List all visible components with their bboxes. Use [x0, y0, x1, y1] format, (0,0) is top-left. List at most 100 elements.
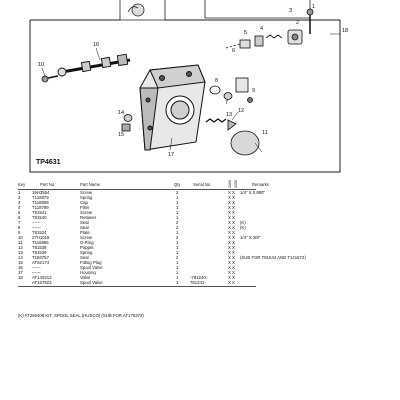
cell-pn: T118808 [32, 200, 49, 205]
cell-qt: 1 [176, 270, 179, 275]
cell-rm: (K) [240, 225, 246, 230]
cell-qt: 1 [176, 265, 179, 270]
cell-key: 11 [18, 240, 23, 245]
table-bottom-rule [18, 286, 256, 287]
cell-qt: 1 [176, 230, 179, 235]
filter-assembly [225, 8, 314, 49]
cell-nm: Spool Valve [80, 280, 103, 285]
cell-key: 6 [18, 215, 21, 220]
cell-rm: 1/4" X 0.880" [240, 190, 266, 195]
header-remarks: Remarks [252, 182, 269, 187]
header-qty: Qty [174, 182, 181, 187]
cell-pn: T81540 [32, 215, 47, 220]
header-key: Key [18, 182, 26, 187]
cell-qt: 1 [176, 200, 179, 205]
cell-qt: 2 [176, 220, 179, 225]
exploded-parts-diagram: 1 2 3 4 5 6 7 8 9 10 11 12 13 14 15 16 1… [29, 0, 348, 173]
seal-plate-group [209, 77, 253, 103]
callout-2: 2 [296, 20, 299, 26]
cell-nm: Filter [80, 205, 90, 210]
cell-mk: X X [228, 190, 235, 195]
cell-mk: X X [228, 225, 235, 230]
cell-mk: X X [228, 270, 235, 275]
cell-mk: X X [228, 235, 235, 240]
cell-nm: Retainer [80, 215, 97, 220]
cell-pn: T116865 [32, 240, 49, 245]
inset-part [127, 3, 145, 17]
cell-nm: Screw [80, 190, 92, 195]
cell-key: 8 [18, 225, 21, 230]
cell-pn: 19H3554 [32, 190, 50, 195]
cell-mk: X X [228, 200, 235, 205]
cell-key: 17 [18, 270, 23, 275]
cell-qt: 2 [176, 255, 179, 260]
header-part-name: Part Name [80, 182, 101, 187]
cell-rm: (SUB FOR T81544 AND T141672) [240, 255, 306, 260]
cell-pn: T81538 [32, 245, 47, 250]
cell-qt: 1 [176, 215, 179, 220]
cell-qt: 1 [176, 275, 179, 280]
callout-13: 13 [226, 112, 232, 118]
cell-mk: X X [228, 220, 235, 225]
cell-qt: 1 [176, 245, 179, 250]
cell-pn: T81541 [32, 210, 47, 215]
cell-nm: Seal [80, 225, 89, 230]
callout-4: 4 [260, 26, 263, 32]
cell-key: 14 [18, 255, 23, 260]
cell-mk: X X [228, 250, 235, 255]
cell-key: 7 [18, 220, 21, 225]
cell-key: 15 [18, 260, 23, 265]
cell-nm: Seal [80, 220, 89, 225]
cell-nm: Spring [80, 195, 93, 200]
callout-17: 17 [168, 152, 174, 158]
cell-nm: Seal [80, 255, 89, 260]
cell-sn: 781241- [190, 280, 206, 285]
cell-nm: Valve [80, 275, 91, 280]
inset-frame [119, 0, 166, 21]
header-col-b: 3150 [234, 180, 238, 188]
cell-nm: O-Ring [80, 240, 94, 245]
cell-pn: T81524 [32, 230, 47, 235]
poppet-assembly [205, 118, 260, 156]
header-part-no: Part No. [40, 182, 56, 187]
callout-16: 16 [93, 42, 99, 48]
figure-border [29, 20, 341, 173]
housing-block [139, 64, 206, 151]
cell-qt: 2 [176, 190, 179, 195]
cell-qt: 1 [176, 250, 179, 255]
cell-rm: (K) [240, 220, 246, 225]
cell-qt: 1 [176, 195, 179, 200]
cell-key: 2 [18, 195, 21, 200]
cell-pn: ------ [32, 220, 41, 225]
cell-qt: 1 [176, 240, 179, 245]
cell-key: 5 [18, 210, 21, 215]
cell-pn: ------ [32, 270, 41, 275]
callout-15: 15 [118, 132, 124, 138]
cell-mk: X X [228, 265, 235, 270]
cell-pn: T118799 [32, 205, 49, 210]
cell-mk: X X [228, 275, 235, 280]
cell-mk: X X [228, 230, 235, 235]
cell-key: 3 [18, 200, 21, 205]
cell-rm: 1/4" X 3/8" [240, 235, 261, 240]
callout-5: 5 [244, 30, 247, 36]
cell-key: 13 [18, 250, 23, 255]
cell-nm: Screw [80, 210, 92, 215]
cell-nm: Fitting Plug [80, 260, 102, 265]
seal-fitting-group [121, 114, 133, 132]
header-col-a: 3360 [228, 180, 232, 188]
cell-pn: T81539 [32, 250, 47, 255]
cell-mk: X X [228, 240, 235, 245]
cell-mk: X X [228, 210, 235, 215]
screw-10 [41, 75, 59, 83]
cell-key: 9 [18, 230, 21, 235]
